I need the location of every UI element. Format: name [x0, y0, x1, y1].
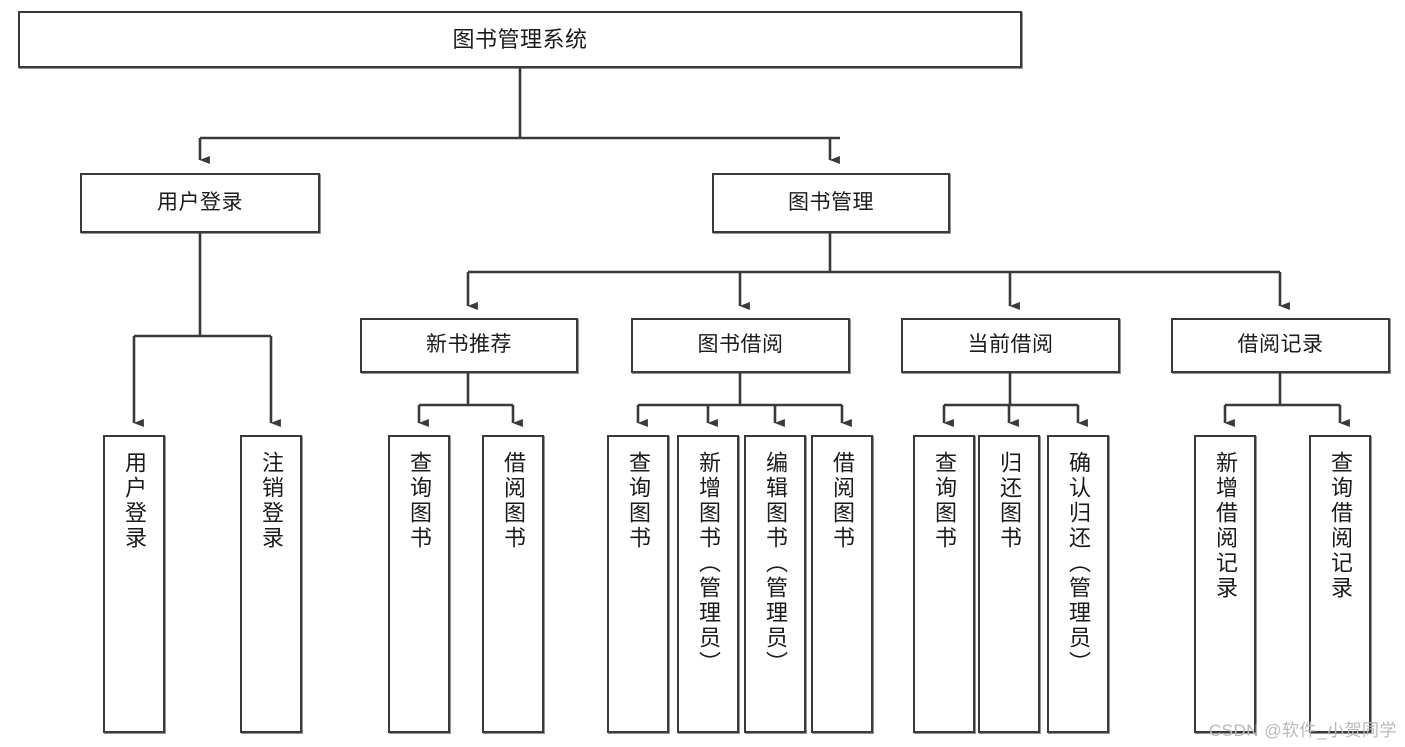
- node-book-borrow-label: 图书借阅: [697, 333, 784, 357]
- node-user-login-label: 用户登录: [157, 190, 243, 214]
- leaf-query-book-2[interactable]: 查询图书: [607, 435, 669, 733]
- watermark: CSDN @软件_小贺同学: [1208, 721, 1397, 740]
- node-root-label: 图书管理系统: [452, 26, 588, 52]
- leaf-borrow-book-1[interactable]: 借阅图书: [482, 435, 544, 733]
- leaf-edit-book-label: 编辑图书（管理员）: [763, 451, 788, 676]
- node-user-login[interactable]: 用户登录: [80, 173, 320, 233]
- leaf-add-book-label: 新增图书（管理员）: [696, 451, 721, 676]
- leaf-query-book-1-label: 查询图书: [407, 451, 432, 551]
- node-book-manage-label: 图书管理: [788, 190, 874, 214]
- leaf-return-book[interactable]: 归还图书: [978, 435, 1040, 733]
- leaf-add-record-label: 新增借阅记录: [1213, 451, 1238, 601]
- leaf-return-book-label: 归还图书: [997, 451, 1022, 551]
- node-book-borrow[interactable]: 图书借阅: [631, 318, 850, 373]
- leaf-query-book-3[interactable]: 查询图书: [913, 435, 975, 733]
- leaf-edit-book[interactable]: 编辑图书（管理员）: [744, 435, 806, 733]
- leaf-borrow-book-2-label: 借阅图书: [830, 451, 855, 551]
- node-borrow-record-label: 借阅记录: [1237, 333, 1324, 357]
- leaf-borrow-book-1-label: 借阅图书: [501, 451, 526, 551]
- leaf-add-book[interactable]: 新增图书（管理员）: [677, 435, 739, 733]
- node-new-book-rec-label: 新书推荐: [426, 333, 512, 357]
- leaf-query-record-label: 查询借阅记录: [1328, 451, 1353, 601]
- leaf-query-book-3-label: 查询图书: [932, 451, 957, 551]
- leaf-query-record[interactable]: 查询借阅记录: [1309, 435, 1371, 733]
- leaf-confirm-return[interactable]: 确认归还（管理员）: [1047, 435, 1109, 733]
- leaf-query-book-1[interactable]: 查询图书: [388, 435, 450, 733]
- node-root[interactable]: 图书管理系统: [18, 11, 1022, 68]
- leaf-confirm-return-label: 确认归还（管理员）: [1066, 451, 1091, 676]
- leaf-user-login-label: 用户登录: [122, 451, 147, 551]
- leaf-add-record[interactable]: 新增借阅记录: [1194, 435, 1256, 733]
- node-current-borrow[interactable]: 当前借阅: [901, 318, 1120, 373]
- leaf-logout[interactable]: 注销登录: [240, 435, 302, 733]
- node-current-borrow-label: 当前借阅: [967, 333, 1054, 357]
- leaf-user-login[interactable]: 用户登录: [103, 435, 165, 733]
- leaf-logout-label: 注销登录: [259, 451, 284, 551]
- leaf-borrow-book-2[interactable]: 借阅图书: [811, 435, 873, 733]
- node-book-manage[interactable]: 图书管理: [712, 173, 950, 233]
- node-borrow-record[interactable]: 借阅记录: [1171, 318, 1390, 373]
- leaf-query-book-2-label: 查询图书: [626, 451, 651, 551]
- node-new-book-rec[interactable]: 新书推荐: [360, 318, 578, 373]
